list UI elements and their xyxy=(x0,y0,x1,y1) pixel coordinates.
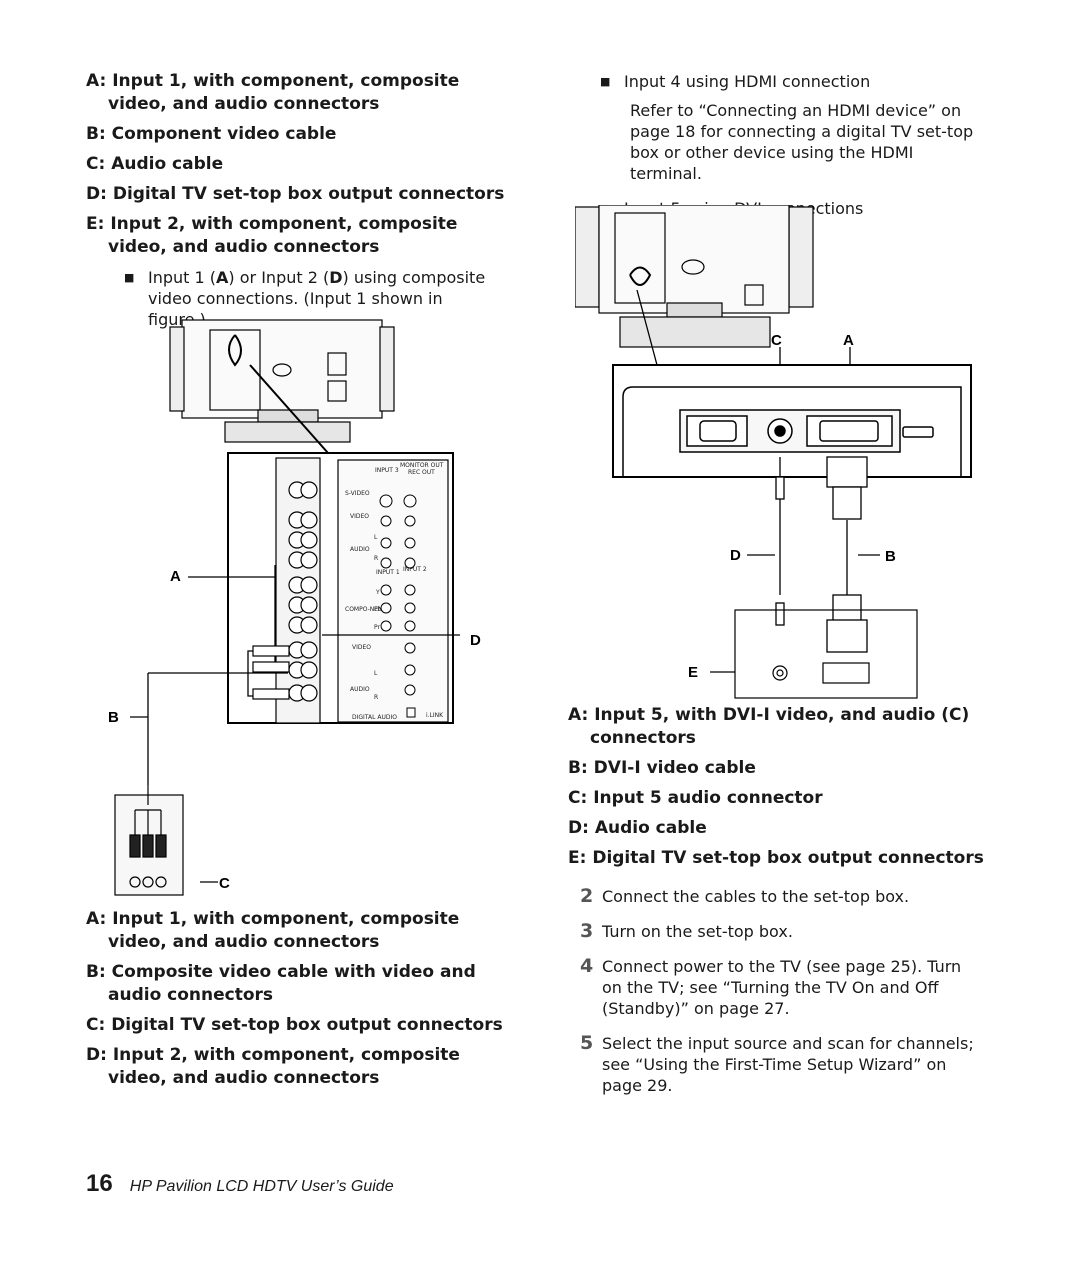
right-captions: A: Input 5, with DVI-I video, and audio … xyxy=(568,704,988,870)
caption-d: D: Input 2, with component, composite vi… xyxy=(86,1045,460,1088)
y-label: Y xyxy=(375,589,380,596)
tv-back-illustration xyxy=(575,205,814,348)
audio2-label: AUDIO xyxy=(350,686,370,693)
input3-label: INPUT 3 xyxy=(375,467,399,474)
caption-c: C: Input 5 audio connector xyxy=(568,788,823,808)
input1-label: INPUT 1 xyxy=(376,569,400,576)
caption-e: E: Input 2, with component, composite vi… xyxy=(86,214,458,257)
guide-title: HP Pavilion LCD HDTV User’s Guide xyxy=(129,1178,394,1195)
left-bottom-captions: A: Input 1, with component, composite vi… xyxy=(86,908,506,1090)
input2-label: INPUT 2 xyxy=(403,566,427,573)
figure-label-b: B xyxy=(885,548,896,565)
figure-label-e: E xyxy=(688,664,698,681)
monitor-out-label: MONITOR OUT xyxy=(400,462,444,469)
connector-panel xyxy=(227,452,454,724)
l2-label: L xyxy=(374,670,378,677)
video-label: VIDEO xyxy=(350,513,369,520)
pr-label: Pr xyxy=(374,624,381,631)
left-bullet-text: Input 1 (A) or Input 2 (D) using composi… xyxy=(148,268,486,329)
component-label: COMPO-NENT xyxy=(345,606,387,613)
caption-d: D: Audio cable xyxy=(568,818,707,838)
digital-audio-label: DIGITAL AUDIO xyxy=(352,714,397,721)
caption-a: A: Input 1, with component, composite vi… xyxy=(86,71,460,114)
bullet-square-icon: ■ xyxy=(600,75,611,88)
figure-label-a: A xyxy=(843,332,854,349)
caption-e: E: Digital TV set-top box output connect… xyxy=(568,848,984,868)
connector-panel xyxy=(612,364,972,478)
step-4: 4 Connect power to the TV (see page 25).… xyxy=(580,955,962,1019)
page-footer: 16 HP Pavilion LCD HDTV User’s Guide xyxy=(86,1170,394,1198)
left-connection-diagram: INPUT 3 MONITOR OUT REC OUT S-VIDEO VIDE… xyxy=(108,319,481,896)
figure-label-c: C xyxy=(219,875,230,892)
r2-label: R xyxy=(374,694,378,701)
hdmi-reference: Refer to “Connecting an HDMI device” on … xyxy=(630,101,974,183)
step-5: 5 Select the input source and scan for c… xyxy=(580,1032,974,1096)
ilink-label: i.LINK xyxy=(426,712,444,719)
settop-box-illustration xyxy=(734,609,918,699)
audio-label: AUDIO xyxy=(350,546,370,553)
caption-c: C: Audio cable xyxy=(86,154,224,174)
audio-r-label: R xyxy=(374,555,378,562)
audio-l-label: L xyxy=(374,534,378,541)
caption-b: B: DVI-I video cable xyxy=(568,758,756,778)
left-top-captions: A: Input 1, with component, composite vi… xyxy=(86,70,506,259)
figure-label-a: A xyxy=(170,568,181,585)
caption-c: C: Digital TV set-top box output connect… xyxy=(86,1015,503,1035)
video2-label: VIDEO xyxy=(352,644,371,651)
settop-box-illustration xyxy=(114,785,218,896)
rec-out-label: REC OUT xyxy=(408,469,435,476)
bullet-square-icon: ■ xyxy=(124,271,135,284)
caption-b: B: Composite video cable with video and … xyxy=(86,962,476,1005)
panel-labels: INPUT 3 MONITOR OUT REC OUT S-VIDEO VIDE… xyxy=(345,462,444,721)
page-number: 16 xyxy=(86,1170,113,1197)
bullet-hdmi: ■ Input 4 using HDMI connection xyxy=(600,72,871,91)
svideo-label: S-VIDEO xyxy=(345,490,370,497)
figure-label-d: D xyxy=(730,547,741,564)
steps-list: 2 Connect the cables to the set-top box.… xyxy=(580,886,980,1096)
tv-back-illustration xyxy=(169,319,395,443)
figure-label-c: C xyxy=(771,332,782,349)
caption-b: B: Component video cable xyxy=(86,124,337,144)
panel-jacks xyxy=(288,481,318,702)
right-connection-diagram: C A D B E xyxy=(575,205,972,699)
step-2: 2 Connect the cables to the set-top box. xyxy=(580,885,910,907)
figure-label-b: B xyxy=(108,709,119,726)
caption-a: A: Input 1, with component, composite vi… xyxy=(86,909,460,952)
step-3: 3 Turn on the set-top box. xyxy=(580,920,793,942)
caption-a: A: Input 5, with DVI-I video, and audio … xyxy=(568,705,970,748)
pb-label: Pb xyxy=(374,606,382,613)
right-bullets: ■ Input 4 using HDMI connection Refer to… xyxy=(600,71,980,219)
figure-label-d: D xyxy=(470,632,481,649)
left-bullet: ■ Input 1 (A) or Input 2 (D) using compo… xyxy=(124,267,494,330)
caption-d: D: Digital TV set-top box output connect… xyxy=(86,184,505,204)
